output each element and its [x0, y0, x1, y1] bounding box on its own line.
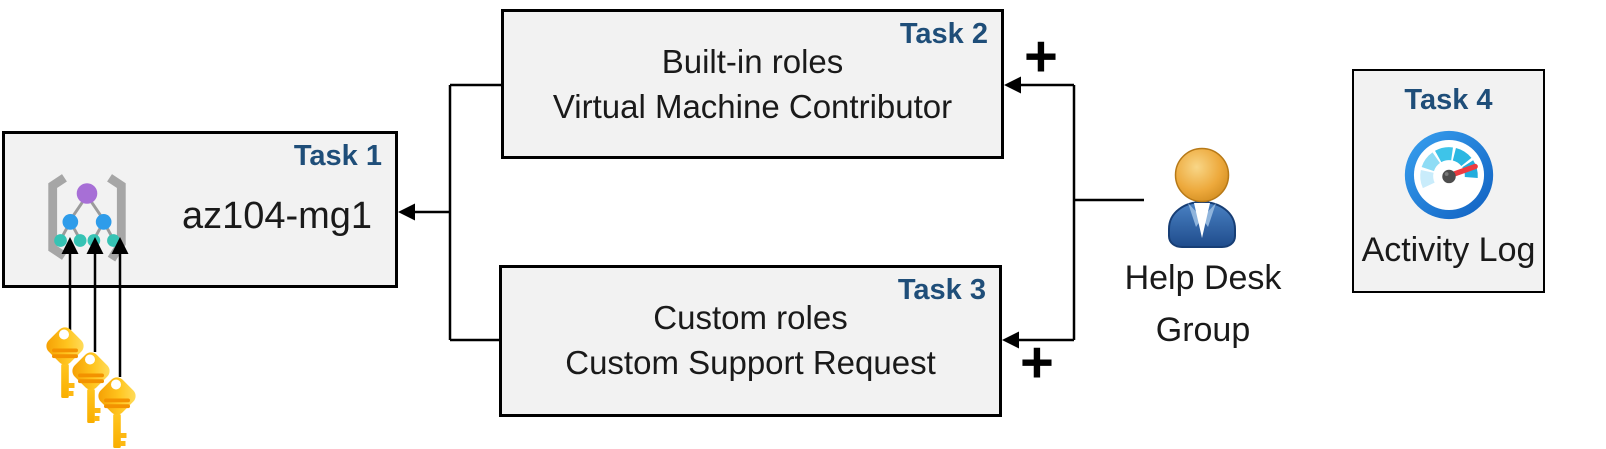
task1-content: az104-mg1: [5, 134, 395, 285]
task4-caption: Activity Log: [1361, 231, 1536, 269]
task2-text: Built-in roles Virtual Machine Contribut…: [504, 39, 1001, 129]
task3-text: Custom roles Custom Support Request: [502, 295, 999, 385]
task4-label: Task 4: [1404, 84, 1493, 116]
arrowhead-into-task3: [1002, 331, 1019, 349]
task2-line1: Built-in roles: [661, 43, 844, 80]
task3-label: Task 3: [897, 274, 986, 306]
help-desk-group-label: Help Desk Group: [1103, 252, 1303, 356]
task4-box: Task 4 Activity Log: [1352, 69, 1545, 293]
task3-box: Task 3 Custom roles Custom Support Reque…: [499, 265, 1002, 417]
key-3: [95, 374, 139, 448]
help-desk-group-label-line2: Group: [1155, 311, 1251, 349]
task3-line1: Custom roles: [653, 299, 848, 336]
activity-log-gauge-icon: [1404, 130, 1493, 220]
task2-box: Task 2 Built-in roles Virtual Machine Co…: [501, 9, 1004, 159]
plus-icon-task3: +: [1020, 330, 1054, 395]
help-desk-group: [1152, 146, 1252, 250]
task2-line2: Virtual Machine Contributor: [552, 88, 953, 125]
task1-label: Task 1: [293, 140, 382, 172]
arrowhead-into-task2: [1004, 76, 1021, 94]
arrowhead-into-task1: [398, 203, 415, 221]
management-group-icon: [48, 173, 126, 261]
task3-line2: Custom Support Request: [565, 344, 936, 381]
help-desk-group-label-line1: Help Desk: [1124, 259, 1282, 297]
management-group-name: az104-mg1: [181, 195, 373, 237]
plus-icon-task2: +: [1024, 24, 1058, 89]
user-icon: [1168, 147, 1236, 248]
task1-box: Task 1 az1: [2, 131, 398, 288]
keys-icon: [43, 324, 139, 448]
task2-label: Task 2: [899, 18, 988, 50]
